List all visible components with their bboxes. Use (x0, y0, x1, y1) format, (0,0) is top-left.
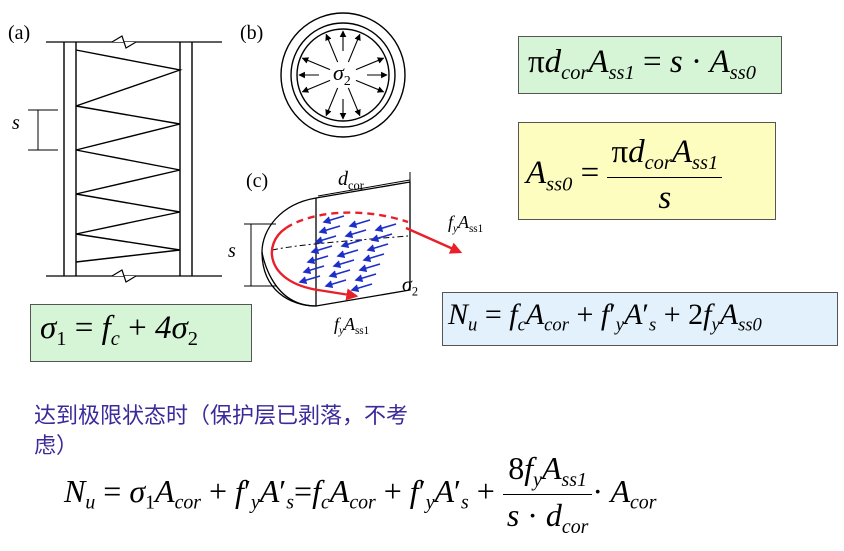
confining-pressure-arrows (298, 215, 397, 292)
confining-arrow (298, 275, 321, 284)
formula-box-equivalent-area (518, 122, 776, 220)
confining-arrow (314, 235, 337, 244)
formula-box-ultimate-capacity (442, 292, 838, 346)
formula-box-confined-stress (30, 304, 252, 362)
formula-box-hoop-equivalence (518, 36, 782, 94)
panel-b-label: (b) (240, 22, 264, 44)
confining-arrow (344, 229, 367, 238)
radial-arrow (325, 87, 339, 117)
confining-arrow (340, 239, 363, 248)
confining-arrow (370, 233, 393, 242)
panel-c-label: (c) (246, 170, 269, 192)
radial-arrow (347, 33, 361, 63)
outer-circle (280, 12, 406, 138)
sigma2-label-c: σ2 (402, 274, 419, 299)
panel-a-spiral-column (28, 35, 222, 283)
confining-arrow (350, 283, 373, 292)
confining-arrow (336, 249, 359, 258)
confining-arrow (366, 243, 389, 252)
spiral-zigzag (75, 49, 183, 263)
radial-arrow (347, 87, 361, 117)
confining-arrow (374, 223, 397, 232)
panel-a-label: (a) (8, 22, 31, 44)
confining-arrow (332, 259, 355, 268)
radial-arrow (301, 79, 331, 93)
confining-arrow (358, 263, 381, 272)
formula-hoop-equivalence: πdcorAss1 = s · Ass0 (528, 44, 756, 85)
confining-arrow (362, 253, 385, 262)
sigma2-label-b: σ2 (333, 60, 351, 88)
radial-arrow (355, 79, 385, 93)
formula-derivation: Nu = σ1Acor + f′yA′s=fcAcor + f′yA′s + 8… (64, 450, 657, 538)
panel-b-cross-section (280, 12, 406, 138)
force-label-top: fyAss1 (448, 212, 484, 235)
spacing-label-c: s (228, 240, 236, 262)
cylinder-bottom-arc (261, 251, 317, 307)
break-mark-bottom (111, 269, 137, 283)
caption-line-2: 虑） (34, 434, 79, 459)
break-mark-top (111, 35, 137, 49)
confining-arrow (306, 255, 329, 264)
mid-dashdot-line (271, 235, 409, 251)
radial-arrow (325, 33, 339, 63)
radial-pressure-arrows (298, 30, 388, 120)
formula-equivalent-area: Ass0 = πdcorAss1 s (526, 134, 723, 217)
confining-arrow (302, 265, 325, 274)
formula-ultimate-capacity: Nu = fcAcor + f′yA′s + 2fyAss0 (448, 298, 762, 336)
dcor-label: dcor (338, 168, 364, 193)
confining-arrow (348, 219, 371, 228)
inner-circle (296, 28, 390, 122)
caption-line-1: 达到极限状态时（保护层已剥落，不考 (34, 404, 409, 429)
dcor-dim-line (317, 179, 411, 197)
confining-arrow (328, 269, 351, 278)
panel-c-free-body (244, 172, 463, 307)
middle-circle (290, 22, 396, 128)
radial-arrow (355, 57, 385, 71)
confining-arrow (310, 245, 333, 254)
spacing-label-a: s (12, 112, 20, 134)
force-label-bottom: fyAss1 (334, 314, 370, 337)
confining-arrow (318, 225, 341, 234)
confining-arrow (322, 215, 345, 224)
spiral-solid-red (270, 227, 359, 301)
radial-arrow (301, 57, 331, 71)
force-arrow-top-red (405, 226, 463, 254)
spiral-dashed-red (285, 211, 409, 229)
formula-confined-stress: σ1 = fc + 4σ2 (40, 310, 198, 351)
confining-arrow (354, 273, 377, 282)
confining-arrow (324, 279, 347, 288)
